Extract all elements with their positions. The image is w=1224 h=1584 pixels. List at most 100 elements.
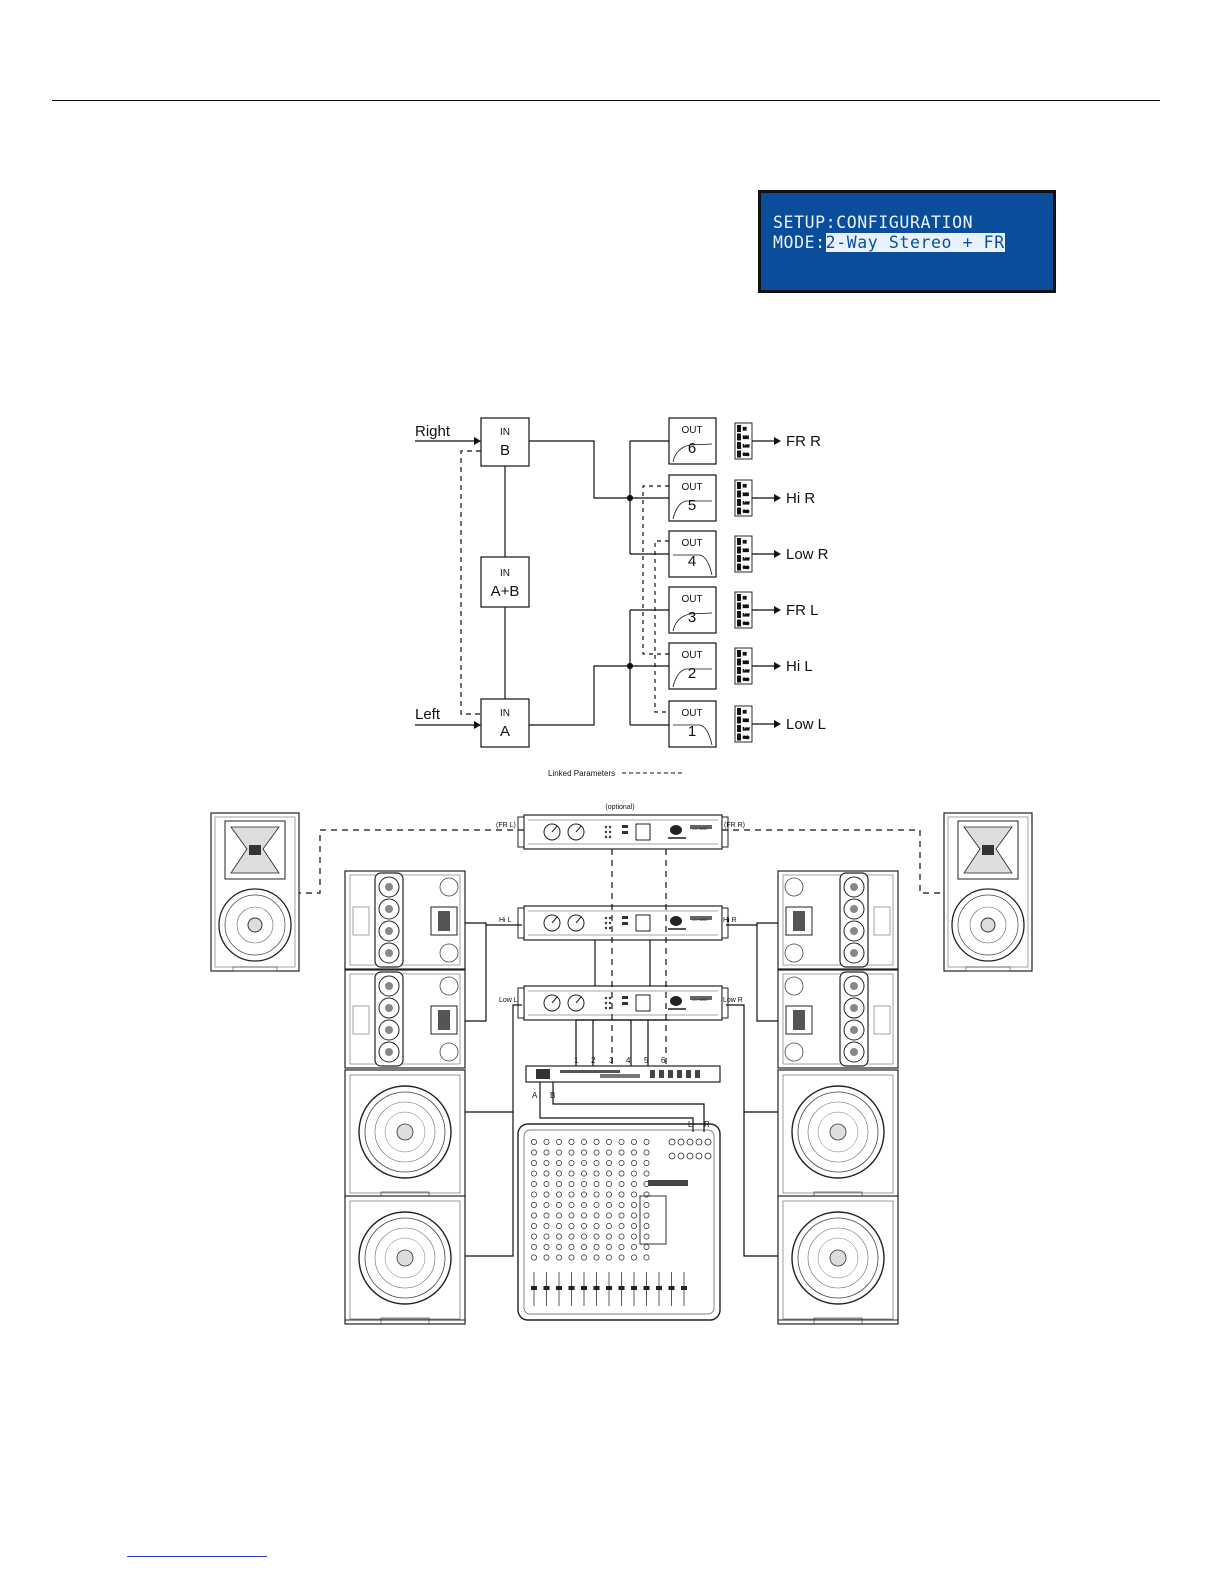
- output-box-6: [668, 417, 717, 465]
- input-a-bottom: A: [500, 723, 510, 740]
- meter-label: Hi: [743, 652, 746, 656]
- input-b-bottom: B: [500, 442, 510, 459]
- mixer-label-r: R: [704, 1120, 710, 1129]
- lcd-display: SETUP:CONFIGURATION MODE:2-Way Stereo + …: [758, 190, 1056, 293]
- output-5-top: OUT: [681, 482, 702, 493]
- meter-label: Hi: [743, 540, 746, 544]
- output-1-top: OUT: [681, 708, 702, 719]
- amp-low-model: LX 9000: [693, 997, 709, 1002]
- mixer-label-l: L: [688, 1120, 693, 1129]
- output-box-3: [668, 586, 717, 634]
- output-box-1: [668, 700, 717, 748]
- output-2-number: 2: [688, 665, 696, 682]
- meter-label: Mid: [743, 605, 749, 609]
- channel-number-1: 1: [574, 1056, 579, 1065]
- low-right-label: Low R: [723, 997, 743, 1004]
- meter-label: Mid: [743, 549, 749, 553]
- channel-number-2: 2: [591, 1056, 596, 1065]
- output-box-4: [668, 530, 717, 578]
- left-hi-cabinet-2: [344, 969, 466, 1069]
- lcd-line-2-prefix: MODE:: [773, 233, 826, 252]
- hi-right-label: Hi R: [723, 917, 737, 924]
- left-sub-1: [344, 1069, 466, 1199]
- output-dest-3: FR L: [786, 602, 819, 619]
- output-dest-1: Low L: [786, 716, 826, 733]
- meter-label: Mid: [743, 719, 749, 723]
- meter-label: Low: [743, 613, 750, 617]
- channel-number-3: 3: [609, 1056, 614, 1065]
- fr-left-label: (FR L): [496, 822, 516, 829]
- left-hi-cabinet-1: [344, 870, 466, 970]
- optional-label: (optional): [605, 804, 634, 811]
- output-6-top: OUT: [681, 425, 702, 436]
- hi-left-label: Hi L: [499, 917, 512, 924]
- input-label-right: Right: [415, 423, 451, 440]
- output-4-number: 4: [688, 553, 696, 570]
- input-b-top: IN: [500, 427, 510, 438]
- meter-label: Hi: [743, 484, 746, 488]
- amp-hi: [517, 905, 729, 941]
- meter-label: Sub: [743, 678, 749, 682]
- lcd-mode-value: 2-Way Stereo + FR: [825, 233, 1005, 252]
- footer-link-underline: [127, 1556, 267, 1557]
- legend-linked-parameters: Linked Parameters: [548, 769, 615, 778]
- meter-label: Low: [743, 557, 750, 561]
- output-1-number: 1: [688, 723, 696, 740]
- output-3-number: 3: [688, 609, 696, 626]
- mixer: [517, 1123, 721, 1321]
- meter-label: Low: [743, 501, 750, 505]
- input-a-top: IN: [500, 708, 510, 719]
- low-left-label: Low L: [499, 997, 518, 1004]
- output-2-top: OUT: [681, 650, 702, 661]
- meter-label: Low: [743, 669, 750, 673]
- lcd-line-1: SETUP:CONFIGURATION: [773, 213, 974, 232]
- channel-number-6: 6: [661, 1056, 666, 1065]
- channel-number-4: 4: [626, 1056, 631, 1065]
- left-fr-cabinet: [210, 812, 300, 972]
- input-label-b: B: [550, 1091, 555, 1100]
- output-5-number: 5: [688, 497, 696, 514]
- meter-label: Sub: [743, 566, 749, 570]
- meter-label: Hi: [743, 427, 746, 431]
- input-box-b: [480, 417, 530, 467]
- header-rule: [52, 100, 1160, 101]
- meter-label: Sub: [743, 736, 749, 740]
- meter-label: Low: [743, 727, 750, 731]
- crossover-unit: [525, 1065, 721, 1083]
- meter-label: Sub: [743, 510, 749, 514]
- meter-label: Hi: [743, 596, 746, 600]
- input-box-sum: [480, 556, 530, 608]
- output-box-2: [668, 642, 717, 690]
- amp-low: [517, 985, 729, 1021]
- input-box-a: [480, 698, 530, 748]
- input-sum-bottom: A+B: [491, 583, 520, 600]
- input-label-left: Left: [415, 706, 441, 723]
- meter-label: Mid: [743, 436, 749, 440]
- output-6-number: 6: [688, 440, 696, 457]
- meter-label: Mid: [743, 493, 749, 497]
- output-3-top: OUT: [681, 594, 702, 605]
- output-4-top: OUT: [681, 538, 702, 549]
- output-dest-2: Hi L: [786, 658, 813, 675]
- left-sub-2: [344, 1195, 466, 1325]
- input-label-a: A: [532, 1091, 538, 1100]
- amp-fr: [517, 814, 729, 850]
- meter-label: Low: [743, 444, 750, 448]
- output-dest-4: Low R: [786, 546, 829, 563]
- output-box-5: [668, 474, 717, 522]
- fr-right-label: (FR R): [724, 822, 745, 829]
- lcd-screen: SETUP:CONFIGURATION MODE:2-Way Stereo + …: [761, 193, 1053, 290]
- meter-label: Mid: [743, 661, 749, 665]
- output-dest-5: Hi R: [786, 490, 815, 507]
- meter-label: Hi: [743, 710, 746, 714]
- meter-label: Sub: [743, 622, 749, 626]
- channel-number-5: 5: [644, 1056, 649, 1065]
- meter-label: Sub: [743, 453, 749, 457]
- output-dest-6: FR R: [786, 433, 821, 450]
